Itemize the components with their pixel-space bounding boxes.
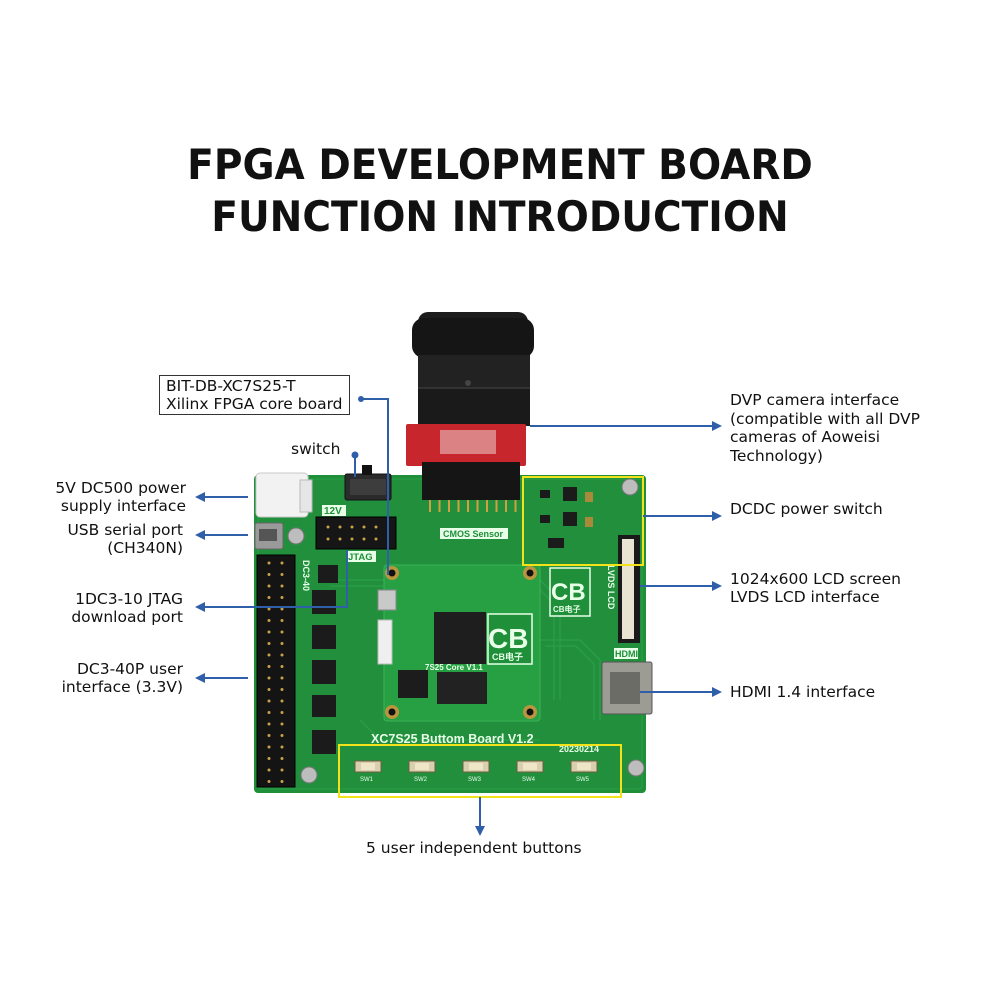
silk-cmos-sensor: CMOS Sensor	[443, 529, 504, 539]
usb-serial-label: USB serial port (CH340N)	[67, 521, 183, 557]
cb-logo: CB CB电子	[549, 567, 591, 617]
buffer-ics	[312, 565, 338, 754]
switch-label: switch	[291, 440, 341, 458]
lvds-lcd-connector	[618, 535, 640, 643]
hdmi-connector	[601, 661, 653, 715]
header-pin	[267, 561, 271, 565]
header-pin	[267, 573, 271, 576]
jtag-header	[315, 516, 397, 550]
header-pin	[267, 734, 271, 737]
header-pin	[280, 745, 284, 749]
header-pin	[280, 676, 284, 680]
page-title-line1: FPGA DEVELOPMENT BOARD	[187, 140, 813, 189]
header-pin	[280, 561, 284, 565]
header-pin	[280, 688, 284, 691]
header-pin	[280, 619, 284, 622]
silk-bottom-board: XC7S25 Buttom Board V1.2	[371, 732, 534, 746]
silk-dc3: DC3-40	[301, 560, 311, 591]
header-pin	[280, 768, 284, 772]
svg-text:CB: CB	[488, 623, 528, 654]
header-pin	[267, 630, 271, 634]
user-buttons: SW1 SW2 SW3 SW4 SW5	[354, 760, 598, 783]
header-pin	[267, 596, 271, 599]
header-pin	[267, 642, 271, 645]
core-logo	[487, 613, 533, 665]
jtag-port-label: 1DC3-10 JTAG download port	[71, 590, 183, 626]
silk-core-version: 7S25 Core V1.1	[425, 663, 483, 672]
header-pin	[267, 653, 271, 657]
power-slide-switch	[344, 465, 392, 501]
header-pin	[267, 722, 271, 726]
button-silk-label: SW2	[414, 777, 428, 783]
buttons-label: 5 user independent buttons	[366, 839, 582, 857]
fpga-chip	[434, 612, 486, 664]
header-pin	[280, 607, 284, 611]
core-usb-port	[377, 589, 397, 611]
header-pin	[267, 688, 271, 691]
header-pin	[280, 734, 284, 737]
header-pin	[280, 596, 284, 599]
header-pin	[280, 630, 284, 634]
button-silk-label: SW5	[576, 777, 590, 783]
user-button[interactable]: SW4	[516, 760, 544, 783]
dc3-40p-header	[256, 554, 296, 788]
button-silk-label: SW3	[468, 777, 482, 783]
header-pin	[280, 584, 284, 588]
logo-text: CB电子	[553, 604, 581, 614]
svg-text:CB: CB	[551, 579, 586, 606]
user-button[interactable]: SW5	[570, 760, 598, 783]
usb-serial-connector	[254, 522, 284, 550]
silk-date: 20230214	[559, 744, 599, 754]
header-pin	[280, 757, 284, 760]
header-pin	[267, 780, 271, 783]
page-title-line2: FUNCTION INTRODUCTION	[211, 192, 789, 241]
ddr-memory-chip	[437, 672, 487, 704]
core-logo-text: CB电子	[492, 651, 523, 662]
dvp-camera-label: DVP camera interface (compatible with al…	[730, 391, 920, 465]
user-button[interactable]: SW2	[408, 760, 436, 783]
dcdc-switch-label: DCDC power switch	[730, 500, 883, 518]
header-pin	[267, 699, 271, 703]
header-pin	[267, 757, 271, 760]
fpga-core-board: CB电子 CB	[377, 564, 541, 722]
header-pin	[267, 584, 271, 588]
header-pin	[267, 768, 271, 772]
dcdc-highlight-box	[522, 476, 644, 566]
header-pin	[280, 780, 284, 783]
header-pin	[280, 642, 284, 645]
header-pin	[280, 711, 284, 714]
dc-power-jack	[255, 472, 313, 518]
callout-lines	[195, 398, 722, 836]
button-silk-label: SW4	[522, 777, 536, 783]
silk-lvds-lcd: LVDS LCD	[606, 565, 616, 610]
header-pin	[267, 711, 271, 714]
button-silk-label: SW1	[360, 777, 374, 783]
header-pin	[267, 665, 271, 668]
core-board-label: BIT-DB-XC7S25-T Xilinx FPGA core board	[159, 375, 350, 415]
header-pin	[267, 676, 271, 680]
user-button[interactable]: SW1	[354, 760, 382, 783]
core-connector	[377, 619, 393, 665]
user-interface-label: DC3-40P user interface (3.3V)	[61, 660, 183, 696]
mounting-screws	[287, 478, 645, 784]
silk-12v: 12V	[324, 506, 342, 517]
header-pin	[267, 745, 271, 749]
user-button[interactable]: SW3	[462, 760, 490, 783]
header-pin	[280, 665, 284, 668]
hdmi-interface-label: HDMI 1.4 interface	[730, 683, 876, 701]
power-supply-label: 5V DC500 power supply interface	[55, 479, 186, 515]
header-pin	[267, 619, 271, 622]
dcdc-components	[540, 487, 593, 548]
dvp-camera-module	[406, 312, 534, 512]
header-pin	[280, 722, 284, 726]
lcd-interface-label: 1024x600 LCD screen LVDS LCD interface	[730, 570, 901, 606]
header-pin	[267, 607, 271, 611]
header-pin	[280, 699, 284, 703]
header-pin	[280, 653, 284, 657]
header-pin	[280, 573, 284, 576]
silk-hdmi: HDMI	[615, 649, 638, 659]
silk-jtag: JTAG	[348, 552, 373, 563]
